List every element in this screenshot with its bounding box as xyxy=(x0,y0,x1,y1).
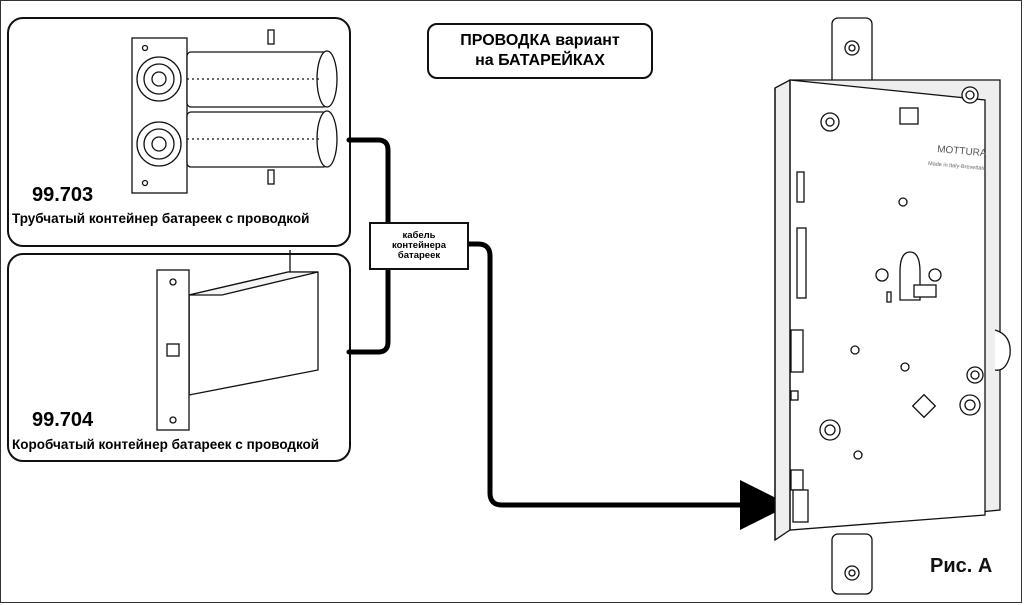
tube-container-panel xyxy=(7,17,351,247)
cable-label-line-2: контейнера xyxy=(391,240,447,251)
diagram-title-box: ПРОВОДКА вариант на БАТАРЕЙКАХ xyxy=(427,23,653,79)
cable-lines xyxy=(346,137,790,530)
tube-container-code: 99.703 xyxy=(32,184,94,206)
box-container-panel xyxy=(7,253,351,462)
tube-container-description: Трубчатый контейнер батареек с проводкой xyxy=(12,211,310,226)
cable-label-line-1: кабель xyxy=(402,230,436,241)
box-battery-container-illustration xyxy=(156,250,319,431)
box-container-code: 99.704 xyxy=(32,409,94,431)
box-container-description: Коробчатый контейнер батареек с проводко… xyxy=(12,437,320,452)
lock-brand-text: MOTTURA xyxy=(937,144,988,159)
title-line-2: на БАТАРЕЙКАХ xyxy=(475,52,605,69)
tube-battery-container-illustration xyxy=(131,29,338,194)
title-line-1: ПРОВОДКА вариант xyxy=(460,32,620,49)
cable-label-line-3: батареек xyxy=(397,250,441,261)
mortise-lock-illustration xyxy=(774,17,1011,595)
lock-made-in-text: Made in Italy-Brevettato xyxy=(928,161,986,172)
cable-label-box: кабель контейнера батареек xyxy=(369,222,469,270)
figure-label: Рис. А xyxy=(930,555,993,577)
